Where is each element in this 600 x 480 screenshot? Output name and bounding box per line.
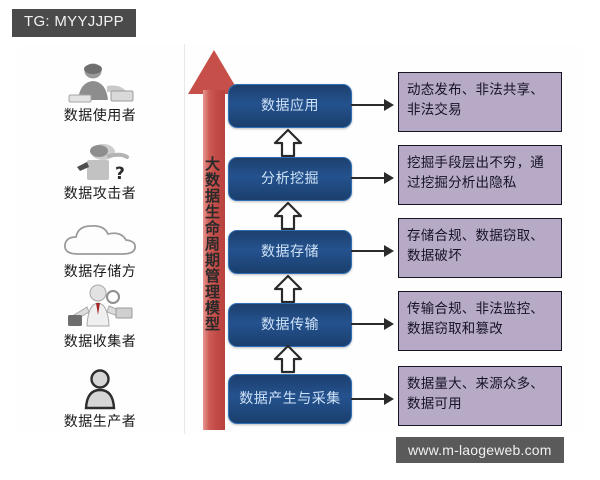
up-arrow-icon [273,344,303,374]
connector-arrow-icon [351,317,397,331]
stage-box-data-application[interactable]: 数据应用 [228,84,352,128]
actor-data-producer: 数据生产者 [18,366,182,431]
actor-data-collector: 数据收集者 [18,284,182,351]
stage-box-data-storage[interactable]: 数据存储 [228,230,352,274]
up-arrow-icon [273,201,303,231]
connector-arrow-icon [351,98,397,112]
actor-data-storage: 数据存储方 [18,216,182,281]
tg-handle-badge: TG: MYYJJPP [12,9,136,37]
actor-column: 数据使用者 ? 数据攻击者 [18,44,182,434]
lifecycle-diagram: 数据使用者 ? 数据攻击者 [18,44,582,434]
site-watermark: www.m-laogeweb.com [396,437,564,463]
actor-label: 数据使用者 [63,108,137,124]
actor-data-user: 数据使用者 [18,60,182,125]
up-arrow-icon [273,128,303,158]
connector-arrow-icon [351,171,397,185]
lifecycle-arrow-label: 大数据生命周期管理模型 [203,156,221,332]
risk-box-data-application[interactable]: 动态发布、非法共享、非法交易 [398,72,562,132]
masked-attacker-icon: ? [18,138,182,182]
risk-column: 动态发布、非法共享、非法交易 挖掘手段层出不穷，通过挖掘分析出隐私 存储合规、数… [18,44,582,434]
stage-box-data-transmission[interactable]: 数据传输 [228,303,352,347]
arrow-shaft [203,90,225,430]
actor-label: 数据收集者 [63,334,137,350]
user-silhouette-icon [18,366,182,410]
risk-box-data-generation-collection[interactable]: 数据量大、来源众多、数据可用 [398,366,562,426]
actor-label: 数据存储方 [63,264,137,280]
risk-box-data-storage[interactable]: 存储合规、数据窃取、数据破坏 [398,218,562,278]
actor-label: 数据攻击者 [63,186,137,202]
actor-data-attacker: ? 数据攻击者 [18,138,182,203]
risk-box-analysis-mining[interactable]: 挖掘手段层出不穷，通过挖掘分析出隐私 [398,145,562,205]
stage-column: 数据应用 分析挖掘 数据存储 数据传输 [228,44,368,434]
up-arrow-icon [273,274,303,304]
stage-box-analysis-mining[interactable]: 分析挖掘 [228,157,352,201]
stage-box-data-generation-collection[interactable]: 数据产生与采集 [228,374,352,424]
cloud-icon [18,216,182,260]
connector-arrow-icon [351,392,397,406]
person-with-briefcase-icon [18,284,182,330]
connector-arrow-icon [351,244,397,258]
risk-box-data-transmission[interactable]: 传输合规、非法监控、数据窃取和篡改 [398,291,562,351]
svg-text:?: ? [115,164,125,182]
person-at-desk-icon [18,60,182,104]
actor-label: 数据生产者 [63,414,137,430]
